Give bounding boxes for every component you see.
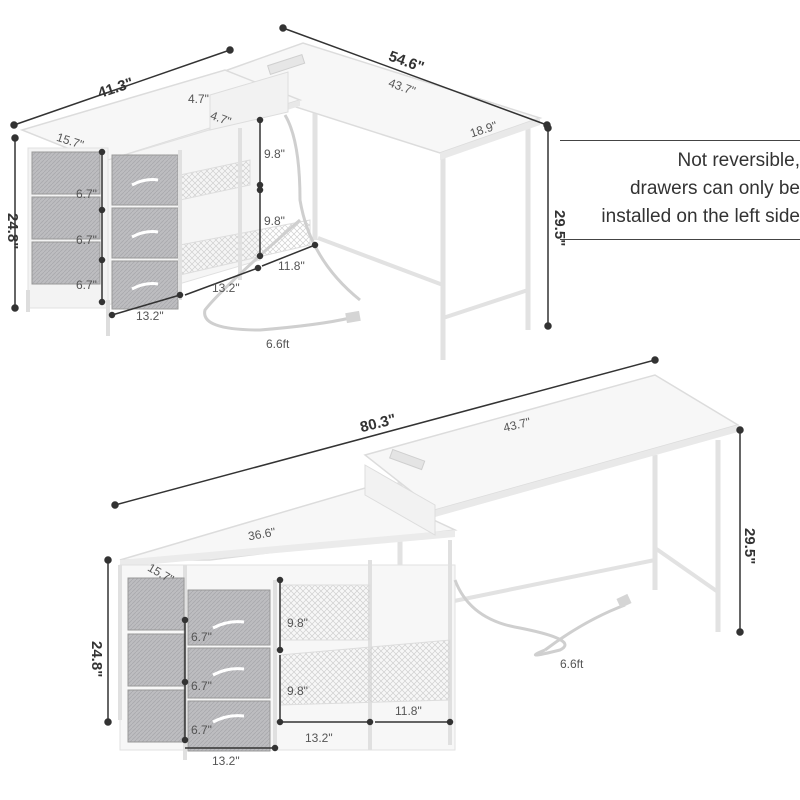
bottom-shelf-width-right-label: 11.8" (395, 704, 422, 718)
top-shelf-lower-label: 9.8" (264, 214, 285, 228)
top-drawer-1-label: 6.7" (76, 187, 97, 201)
top-desk-height-label: 29.5" (551, 210, 568, 246)
top-shelf-width-label: 13.2" (212, 281, 240, 295)
top-shelf-upper-label: 9.8" (264, 147, 285, 161)
straight-desk-illustration (118, 374, 740, 760)
bottom-shelf-upper-label: 9.8" (287, 616, 308, 630)
bottom-top-length-label: 43.7" (502, 415, 532, 435)
bottom-cabinet-top-label: 36.6" (247, 525, 277, 544)
bottom-shelf-lower-label: 9.8" (287, 684, 308, 698)
bottom-overall-length-label: 80.3" (358, 411, 397, 436)
l-desk-top-illustration (19, 42, 543, 360)
bottom-drawer-2-label: 6.7" (191, 679, 212, 693)
top-shelf-depth-label: 11.8" (278, 259, 305, 273)
bottom-cabinet-height-label: 24.8" (88, 641, 105, 677)
bottom-drawer-1-label: 6.7" (191, 630, 212, 644)
riser-depth-label: 4.7" (209, 108, 233, 128)
bottom-drawer-3-label: 6.7" (191, 723, 212, 737)
top-drawer-width-label: 13.2" (136, 309, 164, 323)
top-dimension-lines (10, 24, 552, 330)
top-cabinet-height-label: 24.8" (4, 213, 21, 249)
top-drawer-2-label: 6.7" (76, 233, 97, 247)
bottom-shelf-width-label: 13.2" (305, 731, 333, 745)
bottom-dimension-lines (104, 356, 744, 752)
top-cable-length-label: 6.6ft (266, 337, 290, 351)
note-line-2: drawers can only be (629, 178, 800, 199)
bottom-desk-height-label: 29.5" (741, 528, 758, 564)
top-dimension-labels: 41.3" 54.6" 43.7" 18.9" 4.7" 4.7" 15.7" … (4, 48, 568, 351)
riser-height-label: 4.7" (188, 92, 209, 106)
note-line-3: installed on the left side (601, 206, 800, 227)
bottom-cable-length-label: 6.6ft (560, 657, 584, 671)
orientation-note: Not reversible, drawers can only be inst… (560, 140, 800, 240)
top-drawer-3-label: 6.7" (76, 278, 97, 292)
bottom-drawer-width-label: 13.2" (212, 754, 240, 768)
note-line-1: Not reversible, (677, 150, 800, 171)
